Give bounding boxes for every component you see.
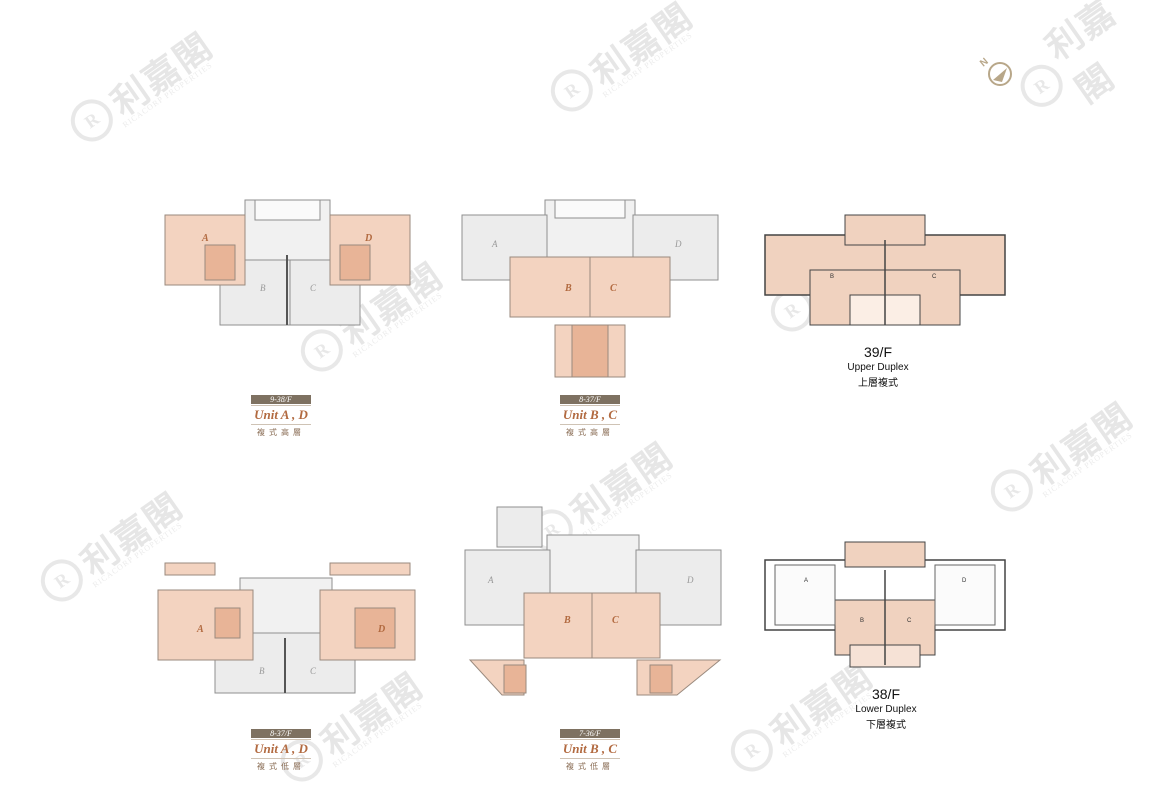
watermark: R 利嘉閣 RICACORP PROPERTIES bbox=[980, 388, 1143, 524]
plan-4-caption: 8-37/F Unit A , D 複式低層 bbox=[251, 729, 311, 772]
unit-label-d: D bbox=[674, 239, 682, 249]
plan-2-type: 複式高層 bbox=[566, 428, 614, 437]
unit-label-a: A bbox=[201, 233, 209, 244]
plan-3-english: Upper Duplex bbox=[847, 362, 909, 373]
plan-3-floor: 39/F bbox=[863, 344, 892, 360]
floor-plan-3: B C bbox=[764, 214, 1006, 326]
plan-6-label: 38/F Lower Duplex 下層複式 bbox=[826, 686, 946, 731]
unit-label-a: A bbox=[491, 239, 498, 249]
unit-label-b: B bbox=[259, 666, 265, 676]
unit-label-a: A bbox=[487, 575, 494, 585]
floor-plan-4: A D B C bbox=[157, 562, 416, 694]
plan-4-unit: Unit A , D bbox=[251, 739, 311, 759]
plan-3-label: 39/F Upper Duplex 上層複式 bbox=[818, 344, 938, 389]
plan-2-unit: Unit B , C bbox=[560, 405, 620, 425]
plan-1-type: 複式高層 bbox=[257, 428, 305, 437]
plan-6-chinese: 下層複式 bbox=[866, 720, 906, 731]
plan-5-type: 複式低層 bbox=[566, 762, 614, 771]
unit-label-b: B bbox=[260, 283, 266, 293]
plan-6-floor: 38/F bbox=[871, 686, 900, 702]
unit-label-c: C bbox=[907, 618, 912, 624]
unit-label-c: C bbox=[932, 274, 937, 280]
unit-label-b: B bbox=[860, 618, 864, 624]
watermark-chinese: 利嘉閣 bbox=[583, 0, 702, 95]
north-compass-icon: N bbox=[978, 56, 1012, 86]
unit-label-d: D bbox=[686, 575, 694, 585]
watermark: R 利嘉閣 RICACORP PROPERTIES bbox=[60, 18, 223, 154]
unit-label-c: C bbox=[610, 283, 617, 294]
plan-3-chinese: 上層複式 bbox=[858, 378, 898, 389]
unit-label-a: A bbox=[196, 624, 204, 635]
unit-label-a: A bbox=[804, 578, 808, 584]
unit-label-d: D bbox=[364, 233, 372, 244]
floor-plan-6: A D B C bbox=[764, 541, 1006, 668]
floor-plan-1: A D B C bbox=[164, 199, 411, 326]
plan-4-type: 複式低層 bbox=[257, 762, 305, 771]
plan-5-floor: 7-36/F bbox=[560, 729, 620, 738]
watermark: R 利嘉閣 RICACORP PROPERTIES bbox=[540, 0, 703, 124]
unit-label-d: D bbox=[377, 624, 385, 635]
floor-plan-2: A D B C bbox=[461, 199, 719, 378]
plan-2-floor: 8-37/F bbox=[560, 395, 620, 404]
unit-label-c: C bbox=[310, 283, 317, 293]
unit-label-b: B bbox=[830, 274, 834, 280]
unit-label-b: B bbox=[564, 283, 572, 294]
plan-6-english: Lower Duplex bbox=[855, 704, 917, 715]
plan-1-caption: 9-38/F Unit A , D 複式高層 bbox=[251, 395, 311, 438]
unit-label-d: D bbox=[962, 578, 967, 584]
plan-1-floor: 9-38/F bbox=[251, 395, 311, 404]
plan-5-caption: 7-36/F Unit B , C 複式低層 bbox=[560, 729, 620, 772]
compass-north-label: N bbox=[978, 56, 991, 69]
plan-1-unit: Unit A , D bbox=[251, 405, 311, 425]
unit-label-c: C bbox=[310, 666, 317, 676]
watermark: R 利嘉閣 bbox=[995, 0, 1170, 140]
plan-5-unit: Unit B , C bbox=[560, 739, 620, 759]
plan-4-floor: 8-37/F bbox=[251, 729, 311, 738]
unit-label-b: B bbox=[563, 615, 571, 626]
plan-2-caption: 8-37/F Unit B , C 複式高層 bbox=[560, 395, 620, 438]
floor-plan-5: A D B C bbox=[464, 506, 722, 696]
unit-label-c: C bbox=[612, 615, 619, 626]
